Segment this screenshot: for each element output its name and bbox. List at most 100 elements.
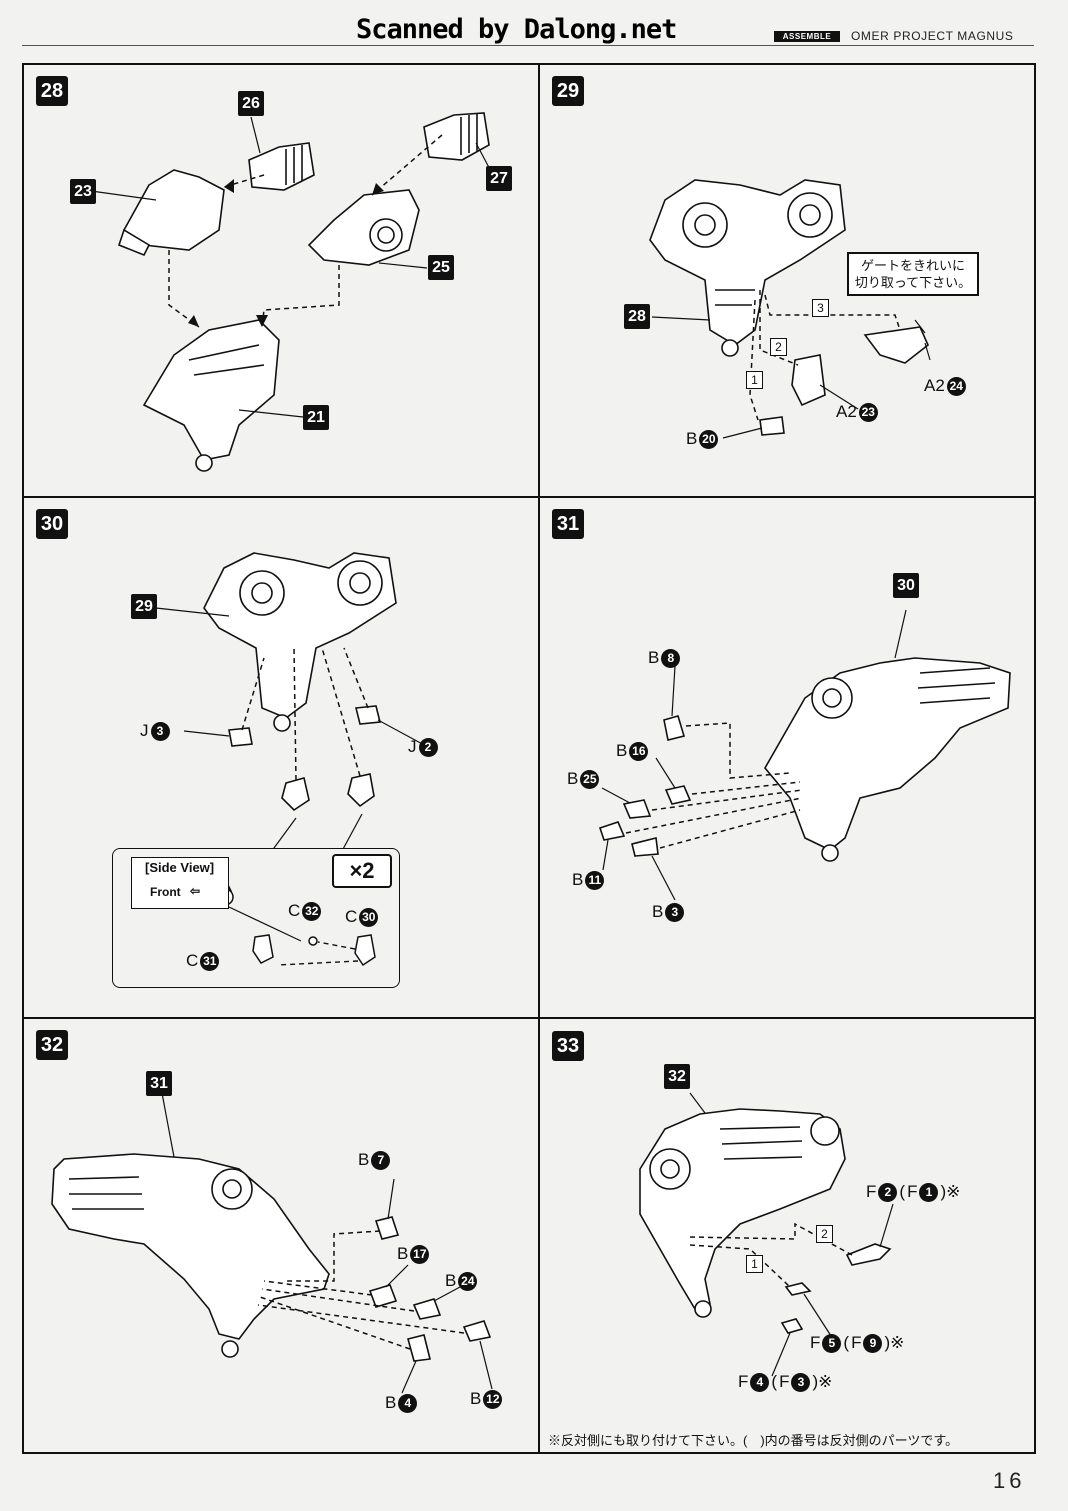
part-runner-letter: C bbox=[186, 951, 199, 970]
part-number: 1 bbox=[919, 1182, 939, 1202]
part-number: 3 bbox=[791, 1372, 811, 1392]
quantity-multiplier: ×2 bbox=[332, 854, 392, 888]
alt-bracket-open: ( bbox=[899, 1182, 906, 1201]
alt-bracket-close: )※ bbox=[812, 1372, 833, 1391]
part-runner-letter: B bbox=[470, 1389, 482, 1408]
alt-bracket-close: )※ bbox=[884, 1333, 905, 1352]
step-30-illustration bbox=[155, 552, 427, 879]
part-number: 20 bbox=[699, 429, 719, 449]
part-number: 3 bbox=[665, 902, 685, 922]
part-runner-letter: B bbox=[397, 1244, 409, 1263]
part-number: 16 bbox=[629, 741, 649, 761]
callout-assembly: 31 bbox=[146, 1071, 172, 1096]
opposite-side-footnote: ※反対側にも取り付けて下さい。( )内の番号は反対側のパーツです。 bbox=[548, 1433, 959, 1448]
part-number: 4 bbox=[750, 1372, 770, 1392]
page-number: 16 bbox=[993, 1468, 1026, 1493]
assemble-tag: ASSEMBLE bbox=[774, 31, 840, 42]
part-number: 31 bbox=[200, 951, 220, 971]
callout-assembly: 27 bbox=[486, 166, 512, 191]
part-number: 8 bbox=[661, 648, 681, 668]
part-number: 12 bbox=[483, 1389, 503, 1409]
step-number-badge: 29 bbox=[552, 76, 584, 106]
callout-assembly: 30 bbox=[893, 573, 919, 598]
part-number: 23 bbox=[858, 402, 878, 422]
part-runner-letter: A2 bbox=[836, 402, 857, 421]
order-step-box: 2 bbox=[770, 338, 787, 356]
part-number: 3 bbox=[150, 721, 170, 741]
part-runner-letter: J bbox=[408, 737, 417, 756]
scan-credit: Scanned by Dalong.net bbox=[356, 14, 677, 45]
step-number-badge: 32 bbox=[36, 1030, 68, 1060]
part-runner-letter: F bbox=[851, 1333, 862, 1352]
part-number: 2 bbox=[878, 1182, 898, 1202]
callout-assembly: 28 bbox=[624, 304, 650, 329]
step-number-badge: 33 bbox=[552, 1031, 584, 1061]
instruction-grid bbox=[22, 63, 1036, 1454]
callout-assembly: 25 bbox=[428, 255, 454, 280]
grid-divider-vertical bbox=[538, 63, 540, 1454]
step-31-illustration bbox=[598, 609, 1011, 901]
grid-divider-row1 bbox=[22, 496, 1036, 498]
part-runner-letter: C bbox=[345, 907, 358, 926]
side-view-box: [Side View] Front ⇦ bbox=[131, 857, 229, 909]
step-number-badge: 28 bbox=[36, 76, 68, 106]
header-rule bbox=[22, 45, 1034, 46]
part-runner-letter: B bbox=[445, 1271, 457, 1290]
part-number: 5 bbox=[822, 1333, 842, 1353]
part-runner-letter: B bbox=[616, 741, 628, 760]
grid-divider-row2 bbox=[22, 1017, 1036, 1019]
part-runner-letter: F bbox=[907, 1182, 918, 1201]
part-runner-letter: J bbox=[140, 721, 149, 740]
part-number: 32 bbox=[302, 901, 322, 921]
part-runner-letter: F bbox=[779, 1372, 790, 1391]
part-number: 25 bbox=[580, 769, 600, 789]
part-runner-letter: F bbox=[810, 1333, 821, 1352]
part-runner-letter: B bbox=[652, 902, 664, 921]
part-number: 9 bbox=[863, 1333, 883, 1353]
callout-assembly: 29 bbox=[131, 594, 157, 619]
front-arrow-icon: ⇦ bbox=[190, 884, 201, 898]
alt-bracket-close: )※ bbox=[940, 1182, 961, 1201]
order-step-box: 3 bbox=[812, 299, 829, 317]
callout-assembly: 21 bbox=[303, 405, 329, 430]
part-runner-letter: B bbox=[572, 870, 584, 889]
part-runner-letter: B bbox=[648, 648, 660, 667]
part-runner-letter: F bbox=[738, 1372, 749, 1391]
part-runner-letter: A2 bbox=[924, 376, 945, 395]
gate-note-line: 切り取って下さい。 bbox=[854, 275, 972, 290]
callout-assembly: 32 bbox=[664, 1064, 690, 1089]
part-number: 30 bbox=[359, 907, 379, 927]
part-number: 11 bbox=[585, 870, 605, 890]
step-33-illustration bbox=[639, 1092, 894, 1377]
alt-bracket-open: ( bbox=[771, 1372, 778, 1391]
step-number-badge: 30 bbox=[36, 509, 68, 539]
part-runner-letter: B bbox=[686, 429, 698, 448]
order-step-box: 2 bbox=[816, 1225, 833, 1243]
part-runner-letter: B bbox=[385, 1393, 397, 1412]
step-number-badge: 31 bbox=[552, 509, 584, 539]
alt-bracket-open: ( bbox=[843, 1333, 850, 1352]
part-runner-letter: B bbox=[358, 1150, 370, 1169]
order-step-box: 1 bbox=[746, 1255, 763, 1273]
